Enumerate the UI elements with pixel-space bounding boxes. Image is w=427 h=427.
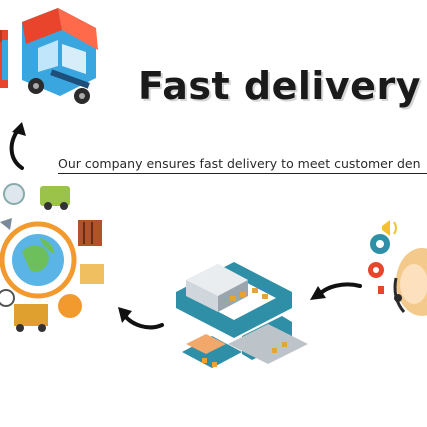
warehouse-conveyor-icon — [176, 262, 308, 368]
curved-arrow-left-icon-2 — [310, 282, 362, 300]
curved-arrow-left-icon — [118, 307, 164, 330]
customer-support-icon — [368, 220, 427, 316]
logistics-globe-icon — [0, 183, 104, 332]
curved-arrow-up-icon — [9, 122, 26, 170]
page-title: Fast delivery — [138, 64, 421, 108]
delivery-truck-icon — [0, 8, 98, 104]
description-text: Our company ensures fast delivery to mee… — [58, 156, 427, 174]
